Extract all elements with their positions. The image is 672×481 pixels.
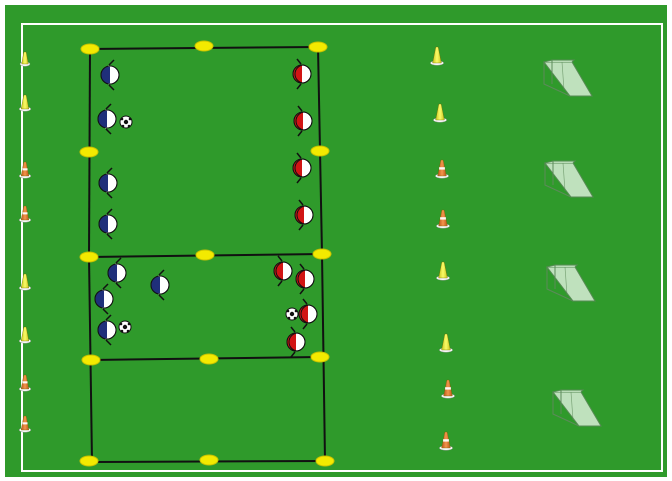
soccer-ball [120,116,132,128]
flat-disc-marker [311,146,329,156]
flat-disc-marker [316,456,334,466]
flat-disc-marker [309,42,327,52]
flat-disc-marker [195,41,213,51]
flat-disc-marker [82,355,100,365]
soccer-ball [286,308,298,320]
flat-disc-marker [311,352,329,362]
flat-disc-marker [200,354,218,364]
flat-disc-marker [80,456,98,466]
flat-disc-marker [313,249,331,259]
flat-disc-marker [200,455,218,465]
flat-disc-marker [80,147,98,157]
soccer-ball [119,321,131,333]
flat-disc-marker [80,252,98,262]
flat-disc-marker [196,250,214,260]
flat-disc-marker [81,44,99,54]
